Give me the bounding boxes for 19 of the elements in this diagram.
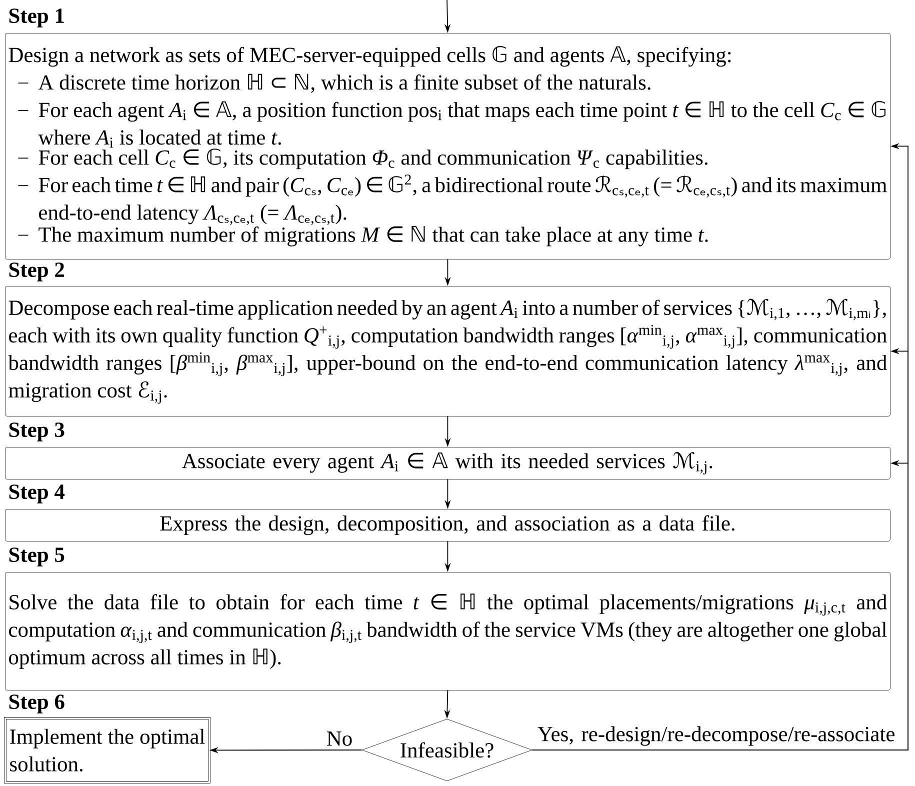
process-box: Decompose each real-time application needed by an agentA$_{i}$ into a number of services {ℳ$_{i,1}$, …, ℳ$_{i,mᵢ}$}, each with its own quality function Q$^{+}$$_{i,j}$, computation bandwidth ranges [α$^{min}$$_{i,j}$, α$^{max}$$_{i,j}$], communication bandwidth ranges [β$^{min}$$_{i,j}$, β$^{max}$$_{i,j}$], upper-bound on the end-to-end communication latency λ$^{max}$$_{i,j}$, and migration cost ℰ$_{i,j}$. (5, 286, 890, 416)
process-box: Express the design, decomposition, and association as a data file. (5, 509, 890, 542)
list-item: A discrete time horizon ℍ ⊂ ℕ, which is a finite subset of the naturals. (38, 74, 650, 93)
list-item: For each cell C$_{c}$ ∈ 𝔾, its computation Φ$_{c}$ and communication Ψ$_{c}$ capabilities. (38, 148, 708, 170)
step-heading: Step 1 (9, 8, 64, 28)
step-heading: Step 2 (9, 262, 64, 282)
step-heading: Step 3 (9, 422, 64, 442)
process-box: Associate every agent A$_{i}$ ∈ 𝔸 with its needed services ℳ$_{i,j}$. (5, 447, 890, 480)
process-box: Solve the data file to obtain for each time t ∈ ℍ the optimal placements/migrations μ$_{i,j,c,t}$ and computation α$_{i,j,t}$ and communication β$_{i,j,t}$ bandwidth of the service VMs (they are altogether one global optimum across all times in ℍ). (5, 572, 890, 690)
terminal-box: Implement the optimal solution. (4, 717, 210, 784)
list-item: For each time t ∈ ℍ and pair (C$_{cₛ}$, C$_{cₑ}$) ∈ 𝔾$^{2}$, a bidirectional route ℛ$_{cₛ,cₑ,t}$ (= ℛ$_{cₑ,cₛ,t}$) and its maximum end-to-end latency Λ$_{cₛ,cₑ,t}$ (= Λ$_{cₑ,cₛ,t}$). (38, 174, 887, 226)
step-heading: Step 4 (9, 484, 65, 504)
edge-label: Yes, re-design/re-decompose/re-associate (538, 726, 894, 746)
step-heading: Step 6 (9, 694, 64, 714)
list-item: For each agent A$_{i}$ ∈ 𝔸, a position function pos$_{i}$ that maps each time point t ∈ ℍ to the cell C$_{c}$ ∈ 𝔾 where A$_{i}$ is located at time t. (38, 101, 886, 148)
step-heading: Step 5 (9, 548, 64, 566)
intro-text: Design a network as sets of MEC-server-equipped cells 𝔾 and agents 𝔸, specifying: (8, 46, 731, 67)
list-item: The maximum number of migrations M ∈ ℕ that can take place at any time t. (38, 226, 708, 246)
edge-label: No (326, 732, 352, 746)
